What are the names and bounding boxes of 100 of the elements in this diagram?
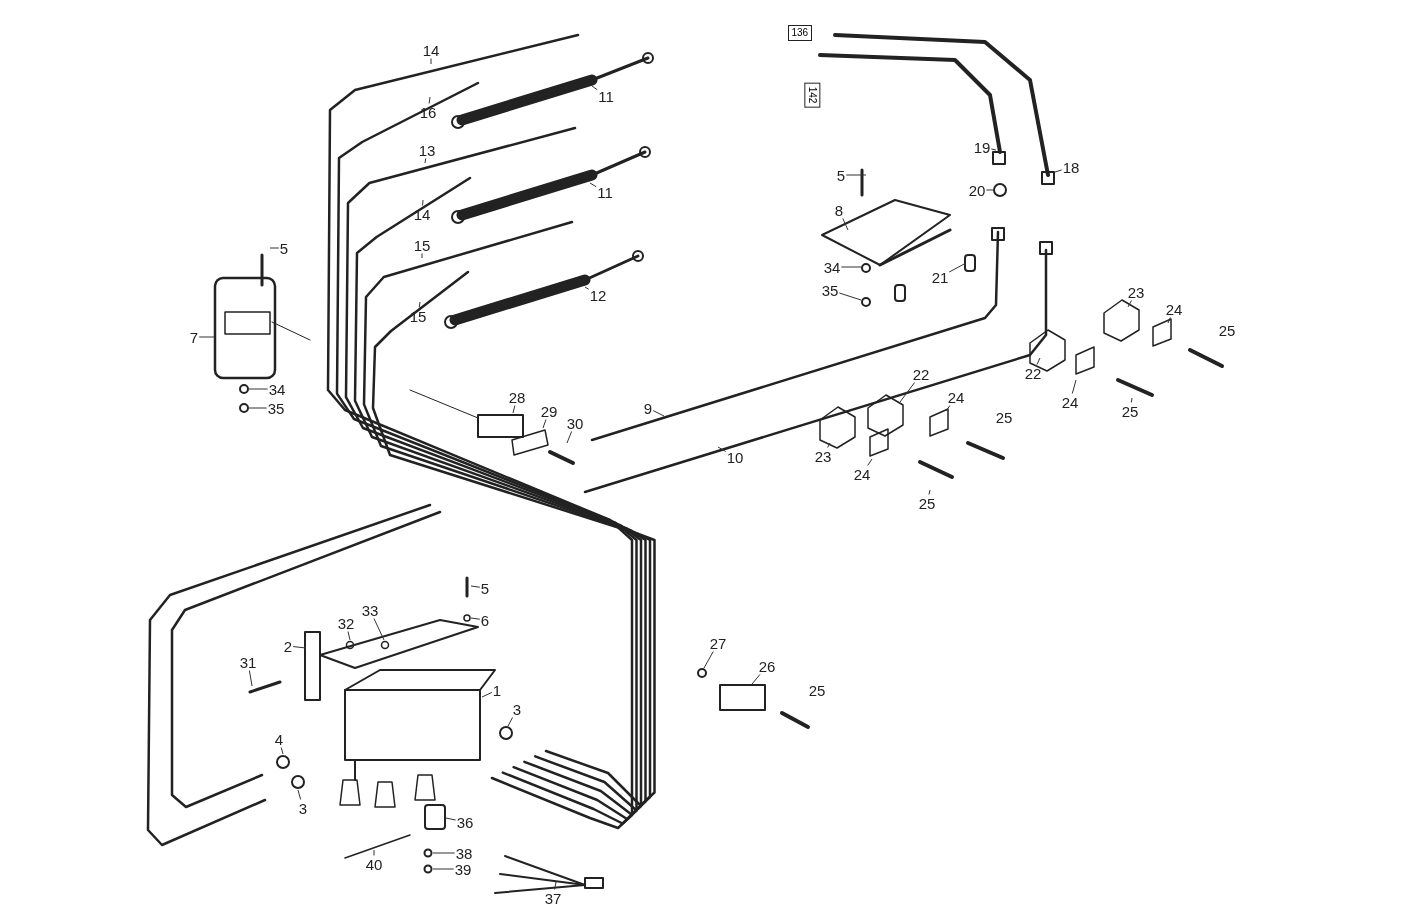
callout-number: 11 xyxy=(597,184,613,200)
callout-number: 35 xyxy=(267,400,285,416)
leader-line xyxy=(422,199,424,206)
leader-line xyxy=(840,266,862,268)
leader-line xyxy=(703,651,714,669)
callout-number: 35 xyxy=(821,282,839,298)
callout-number: 21 xyxy=(931,269,949,285)
callout-number: 33 xyxy=(361,602,379,618)
leader-line xyxy=(507,717,513,727)
callout-number: 12 xyxy=(589,287,607,303)
leader-line xyxy=(867,458,873,466)
leader-line xyxy=(948,262,967,273)
callout-number: 25 xyxy=(1121,403,1139,419)
callout-number: 16 xyxy=(419,104,437,120)
callout-number: 24 xyxy=(853,466,871,482)
leader-line xyxy=(432,852,456,854)
callout-number: 18 xyxy=(1062,159,1080,175)
leader-line xyxy=(945,405,951,412)
leader-line xyxy=(198,336,215,338)
leader-line xyxy=(512,405,516,414)
callout-number: 3 xyxy=(512,701,522,717)
callout-number: 37 xyxy=(544,890,562,906)
leader-line xyxy=(470,585,481,588)
callout-number: 31 xyxy=(239,654,257,670)
callout-number: 8 xyxy=(834,202,844,218)
callout-number: 26 xyxy=(758,658,776,674)
callout-number: 24 xyxy=(947,389,965,405)
leader-line xyxy=(1071,379,1077,394)
callout-number: 3 xyxy=(298,800,308,816)
callout-number: 22 xyxy=(1024,365,1042,381)
callout-number: 7 xyxy=(189,329,199,345)
leader-line xyxy=(1036,357,1041,365)
leader-line xyxy=(554,881,557,890)
callout-number: 40 xyxy=(365,856,383,872)
leader-line xyxy=(827,442,831,448)
leader-line xyxy=(591,85,598,91)
callout-number: 24 xyxy=(1165,301,1183,317)
callout-number: 19 xyxy=(973,139,991,155)
callout-number: 29 xyxy=(540,403,558,419)
leader-line xyxy=(899,382,916,403)
callout-number: 34 xyxy=(268,381,286,397)
callout-number: 4 xyxy=(274,731,284,747)
callout-number: 5 xyxy=(279,240,289,256)
leader-line xyxy=(373,618,385,641)
callout-number: 9 xyxy=(643,400,653,416)
callout-number: 24 xyxy=(1061,394,1079,410)
callout-number: 36 xyxy=(456,814,474,830)
leader-line xyxy=(421,253,423,259)
leader-line xyxy=(842,218,849,231)
leader-line xyxy=(985,189,994,191)
callout-number: 22 xyxy=(912,366,930,382)
leader-line xyxy=(418,301,421,308)
callout-number: 20 xyxy=(968,182,986,198)
callout-number: 32 xyxy=(337,615,355,631)
callout-number: 27 xyxy=(709,635,727,651)
callout-number: 23 xyxy=(814,448,832,464)
leader-line xyxy=(280,747,284,755)
leader-line xyxy=(542,419,547,429)
leader-line xyxy=(424,158,427,164)
callout-number: 6 xyxy=(480,612,490,628)
callout-number: 39 xyxy=(454,861,472,877)
leader-line xyxy=(470,617,481,620)
leader-line xyxy=(838,292,862,301)
callout-number: 11 xyxy=(598,88,614,104)
leader-line xyxy=(248,388,269,390)
leader-line xyxy=(751,674,761,685)
leader-line xyxy=(652,410,665,417)
leader-line xyxy=(248,407,268,409)
leader-line xyxy=(1130,397,1133,403)
reference-tag: 136 xyxy=(787,25,813,41)
callout-number: 14 xyxy=(422,42,440,58)
leader-line xyxy=(445,817,457,821)
callout-number: 5 xyxy=(836,167,846,183)
callout-number: 15 xyxy=(413,237,431,253)
leader-line xyxy=(269,247,280,249)
reference-tag: 142 xyxy=(803,82,820,108)
leader-line xyxy=(589,182,597,188)
callout-number: 25 xyxy=(1218,322,1236,338)
callout-number: 28 xyxy=(508,389,526,405)
leader-line xyxy=(292,646,307,649)
leader-line xyxy=(347,631,351,641)
leader-line xyxy=(248,670,253,687)
callout-number: 25 xyxy=(995,409,1013,425)
callout-number: 38 xyxy=(455,845,473,861)
leader-line xyxy=(566,431,573,444)
callout-number: 2 xyxy=(283,638,293,654)
callout-number: 25 xyxy=(808,682,826,698)
callout-number: 10 xyxy=(726,449,744,465)
leader-line xyxy=(845,174,867,176)
callout-number: 13 xyxy=(418,142,436,158)
callout-number: 23 xyxy=(1127,284,1145,300)
leader-line xyxy=(990,148,997,151)
leader-line xyxy=(928,489,931,495)
leader-line xyxy=(1054,169,1063,173)
leader-line xyxy=(584,286,590,290)
leader-line xyxy=(430,58,432,65)
callout-number: 34 xyxy=(823,259,841,275)
callout-number: 30 xyxy=(566,415,584,431)
leader-line xyxy=(432,868,455,870)
leader-line xyxy=(717,446,727,452)
